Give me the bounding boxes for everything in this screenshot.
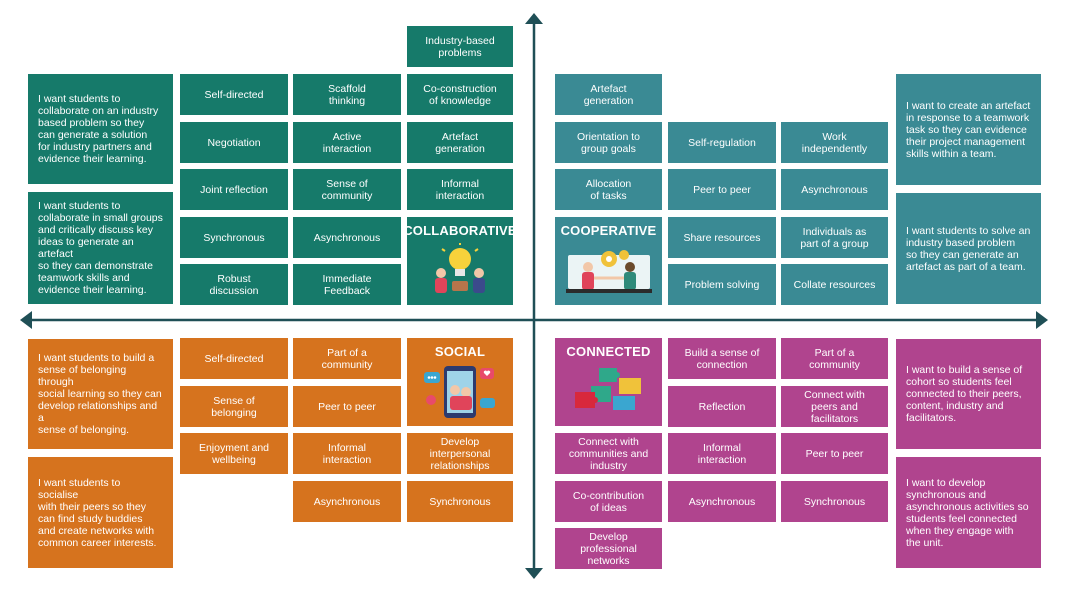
collaborative-label-tile: COLLABORATIVE (403, 217, 517, 305)
cooperative-self-regulation: Self-regulation (668, 122, 776, 163)
cooperative-allocation-tasks: Allocation of tasks (555, 169, 662, 210)
connected-professional-networks: Develop professional networks (555, 528, 662, 569)
connected-asynchronous: Asynchronous (668, 481, 776, 522)
cooperative-goal-2: I want students to solve an industry bas… (896, 193, 1041, 304)
cooperative-problem-solving: Problem solving (668, 264, 776, 305)
connected-synchronous: Synchronous (781, 481, 888, 522)
phone-selfie-icon (424, 366, 495, 418)
collaborative-goal-2: I want students to collaborate in small … (28, 192, 173, 304)
connected-reflection: Reflection (668, 386, 776, 427)
cooperative-title: COOPERATIVE (560, 223, 657, 238)
collaborative-synchronous: Synchronous (180, 217, 288, 258)
cooperative-work-independently: Work independently (781, 122, 888, 163)
connected-peer-to-peer: Peer to peer (781, 433, 888, 474)
connected-label-tile: CONNECTED (555, 338, 662, 426)
handshake-gears-icon (565, 250, 652, 293)
puzzle-pieces-icon (574, 368, 641, 410)
connected-part-of-community: Part of a community (781, 338, 888, 379)
cooperative-orientation-goals: Orientation to group goals (555, 122, 662, 163)
social-informal-interaction: Informal interaction (293, 433, 401, 474)
social-asynchronous: Asynchronous (293, 481, 401, 522)
connected-peers-facilitators: Connect with peers and facilitators (781, 386, 888, 427)
social-enjoyment-wellbeing: Enjoyment and wellbeing (180, 433, 288, 474)
collaborative-title: COLLABORATIVE (403, 223, 517, 238)
connected-build-connection: Build a sense of connection (668, 338, 776, 379)
collaborative-co-construction: Co-construction of knowledge (407, 74, 513, 115)
lightbulb-team-icon (435, 243, 485, 293)
cooperative-label-tile: COOPERATIVE (555, 217, 662, 305)
cooperative-collate-resources: Collate resources (781, 264, 888, 305)
connected-title: CONNECTED (566, 344, 651, 359)
collaborative-immediate-feedback: Immediate Feedback (293, 264, 401, 305)
collaborative-scaffold-thinking: Scaffold thinking (293, 74, 401, 115)
connected-goal-2: I want to develop synchronous and asynch… (896, 457, 1041, 568)
social-title: SOCIAL (434, 344, 486, 359)
collaborative-negotiation: Negotiation (180, 122, 288, 163)
collaborative-industry-problems: Industry-based problems (407, 26, 513, 67)
connected-co-contribution: Co-contribution of ideas (555, 481, 662, 522)
collaborative-goal-1: I want students to collaborate on an ind… (28, 74, 173, 184)
social-label-tile: SOCIAL (407, 338, 513, 426)
social-goal-2: I want students to socialise with their … (28, 457, 173, 568)
cooperative-share-resources: Share resources (668, 217, 776, 258)
collaborative-sense-of-community: Sense of community (293, 169, 401, 210)
social-peer-to-peer: Peer to peer (293, 386, 401, 427)
social-sense-of-belonging: Sense of belonging (180, 386, 288, 427)
social-goal-1: I want students to build a sense of belo… (28, 339, 173, 449)
social-part-of-community: Part of a community (293, 338, 401, 379)
collaborative-robust-discussion: Robust discussion (180, 264, 288, 305)
collaborative-active-interaction: Active interaction (293, 122, 401, 163)
connected-goal-1: I want to build a sense of cohort so stu… (896, 339, 1041, 449)
cooperative-asynchronous: Asynchronous (781, 169, 888, 210)
cooperative-artefact-generation: Artefact generation (555, 74, 662, 115)
cooperative-individuals-group: Individuals as part of a group (781, 217, 888, 258)
connected-communities-industry: Connect with communities and industry (555, 433, 662, 474)
social-develop-relationships: Develop interpersonal relationships (407, 433, 513, 474)
collaborative-asynchronous: Asynchronous (293, 217, 401, 258)
social-self-directed: Self-directed (180, 338, 288, 379)
collaborative-self-directed: Self-directed (180, 74, 288, 115)
social-synchronous: Synchronous (407, 481, 513, 522)
cooperative-peer-to-peer: Peer to peer (668, 169, 776, 210)
collaborative-artefact-generation: Artefact generation (407, 122, 513, 163)
collaborative-joint-reflection: Joint reflection (180, 169, 288, 210)
collaborative-informal-interaction: Informal interaction (407, 169, 513, 210)
cooperative-goal-1: I want to create an artefact in response… (896, 74, 1041, 185)
connected-informal-interaction: Informal interaction (668, 433, 776, 474)
